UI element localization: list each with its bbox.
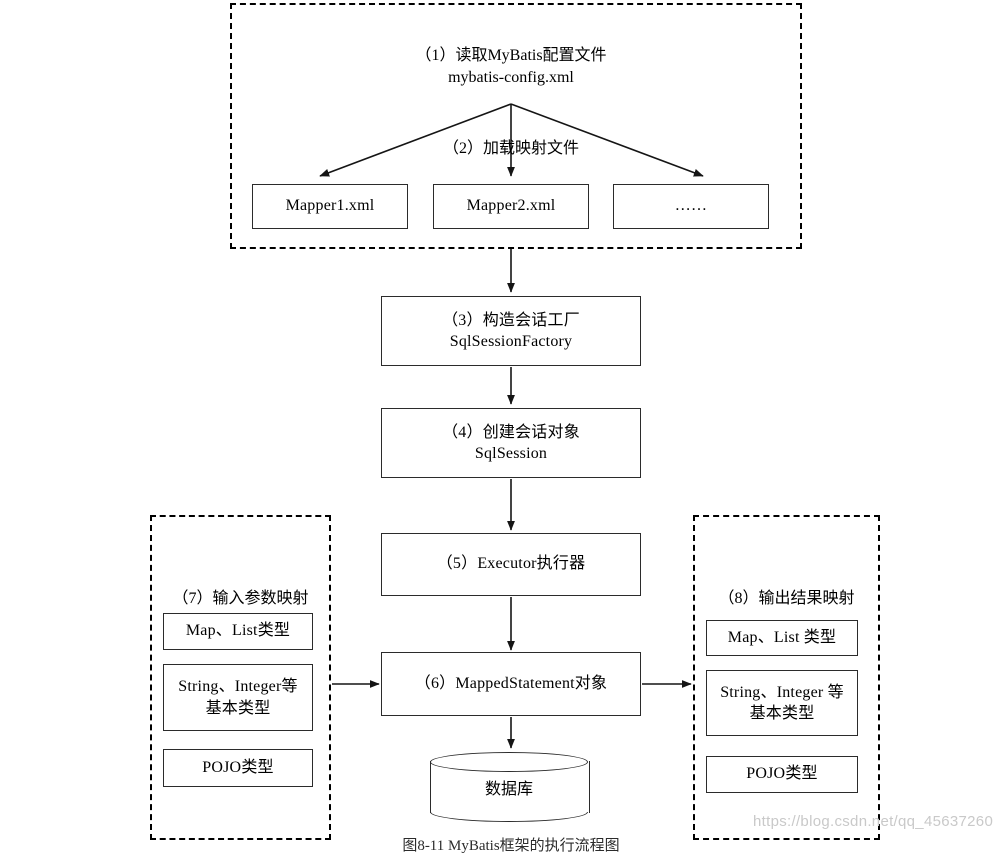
output-type-primitive-box[interactable]: String、Integer 等 基本类型 xyxy=(706,670,858,736)
output-panel-title: （8）输出结果映射 xyxy=(718,590,855,607)
mapper-file-box-3[interactable]: …… xyxy=(613,184,769,229)
step1-read-config-label: （1）读取MyBatis配置文件 mybatis-config.xml xyxy=(415,47,607,86)
input-type-primitive-box[interactable]: String、Integer等 基本类型 xyxy=(163,664,313,731)
input-type-pojo-box[interactable]: POJO类型 xyxy=(163,749,313,787)
figure-caption: 图8-11 MyBatis框架的执行流程图 xyxy=(402,838,620,854)
output-type-map-list-box[interactable]: Map、List 类型 xyxy=(706,620,858,656)
mapper-file-box-1[interactable]: Mapper1.xml xyxy=(252,184,408,229)
database-cylinder[interactable]: 数据库 xyxy=(430,752,590,822)
mybatis-configuration-group xyxy=(230,3,802,249)
csdn-watermark: https://blog.csdn.net/qq_45637260 xyxy=(753,813,994,830)
step2-load-mapper-label: （2）加载映射文件 xyxy=(442,140,579,157)
input-type-map-list-box[interactable]: Map、List类型 xyxy=(163,613,313,650)
cylinder-top-ellipse xyxy=(430,752,588,772)
output-result-mapping-panel xyxy=(693,515,880,840)
mapper-file-box-2[interactable]: Mapper2.xml xyxy=(433,184,589,229)
input-parameter-mapping-panel xyxy=(150,515,331,840)
output-type-pojo-box[interactable]: POJO类型 xyxy=(706,756,858,793)
mapped-statement-box[interactable]: （6）MappedStatement对象 xyxy=(381,652,641,716)
sql-session-box[interactable]: （4）创建会话对象 SqlSession xyxy=(381,408,641,478)
database-label: 数据库 xyxy=(484,781,533,798)
input-panel-title: （7）输入参数映射 xyxy=(172,590,309,607)
sql-session-factory-box[interactable]: （3）构造会话工厂 SqlSessionFactory xyxy=(381,296,641,366)
executor-box[interactable]: （5）Executor执行器 xyxy=(381,533,641,596)
